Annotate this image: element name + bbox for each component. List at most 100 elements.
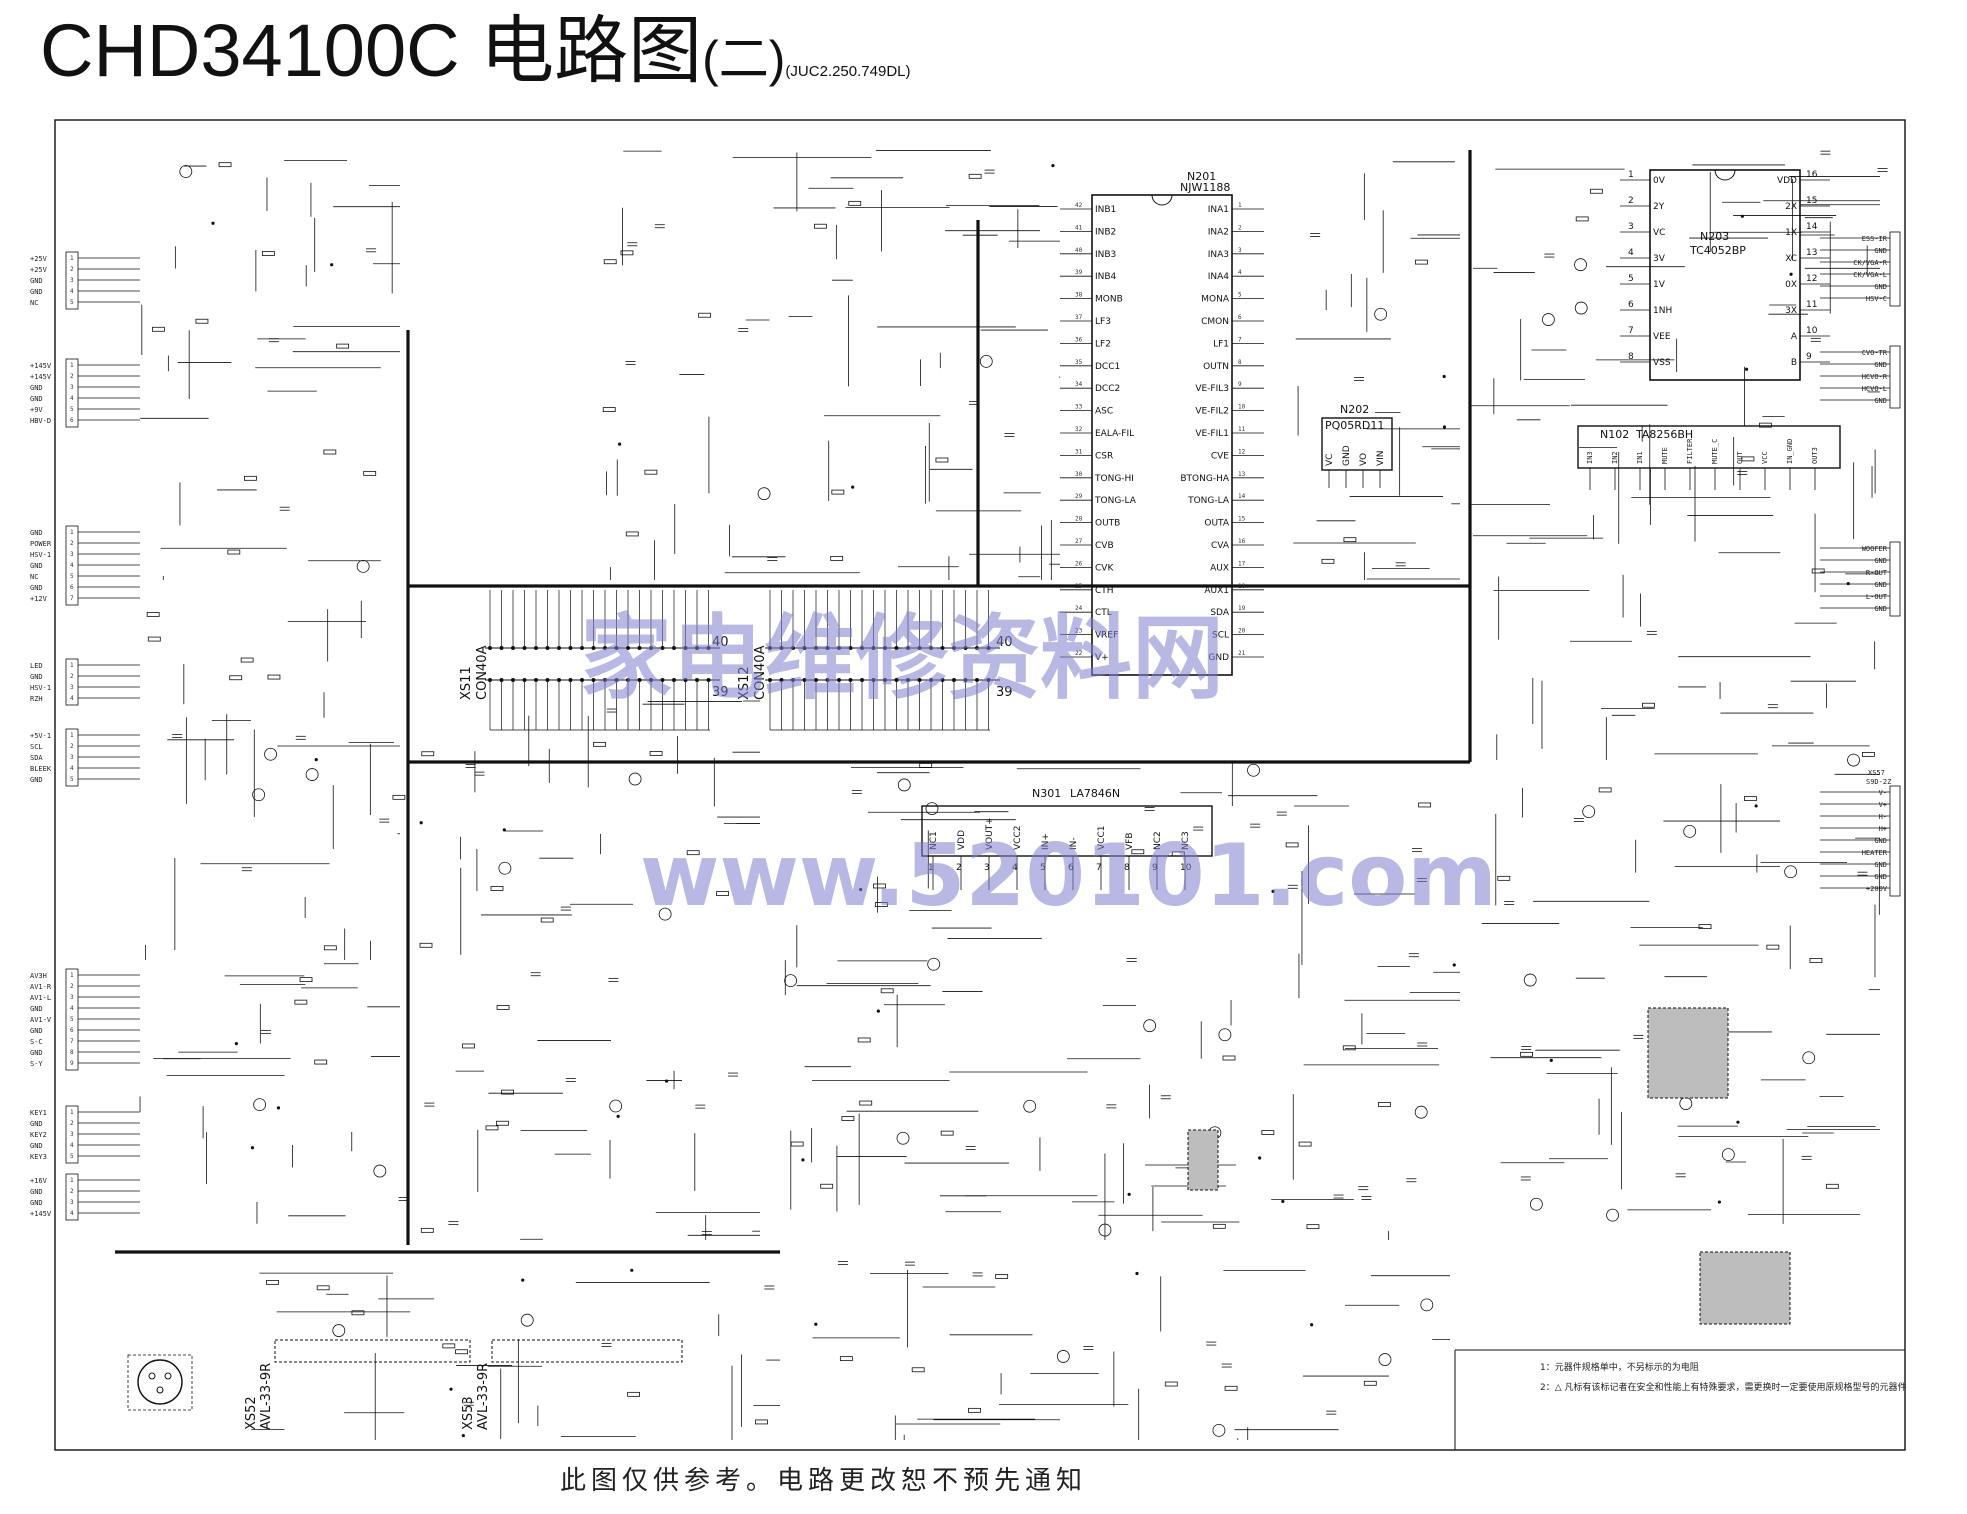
right-connector-pin: GND <box>1874 557 1887 565</box>
svg-text:6: 6 <box>1628 300 1634 310</box>
n201-right-pin: VE-FIL1 <box>1195 429 1229 439</box>
svg-text:4: 4 <box>70 765 74 772</box>
n301-pin: NC1 <box>929 831 939 850</box>
n301-pin: VFB <box>1125 832 1135 850</box>
svg-text:14: 14 <box>1238 493 1246 500</box>
n102-part: TA8256BH <box>1635 428 1693 441</box>
left-connector-pin: HSV-1 <box>30 684 51 692</box>
svg-text:1: 1 <box>70 732 74 739</box>
left-connector-pin: GND <box>30 1005 43 1013</box>
svg-text:29: 29 <box>1075 493 1083 500</box>
left-connector-pin: SCL <box>30 743 43 751</box>
left-connector-pin: GND <box>30 1188 43 1196</box>
n201-left-pin: LF2 <box>1095 339 1111 349</box>
svg-text:3: 3 <box>70 1131 74 1138</box>
n201-right-pin: CMON <box>1201 317 1229 327</box>
left-connector-pin: +25V <box>30 266 48 274</box>
bus-lines <box>115 150 1472 1254</box>
left-connector-pin: GND <box>30 529 43 537</box>
left-connector-pin: KEY3 <box>30 1153 47 1161</box>
svg-text:13: 13 <box>1238 471 1246 478</box>
n301-name: N301 <box>1032 787 1061 800</box>
svg-text:31: 31 <box>1075 448 1083 455</box>
ic-n203: N203 TC4052BP 0V12Y2VC33V41V51NH6VEE7VSS… <box>1620 169 1830 381</box>
svg-text:27: 27 <box>1075 538 1083 545</box>
xs53-name: XS53 <box>461 1396 476 1430</box>
svg-text:1: 1 <box>70 662 74 669</box>
svg-text:13: 13 <box>1806 248 1817 258</box>
n201-left-pin: CTL <box>1095 608 1112 618</box>
svg-text:10: 10 <box>1238 404 1246 411</box>
svg-text:9: 9 <box>1806 352 1812 362</box>
svg-text:2: 2 <box>1238 224 1242 231</box>
svg-text:38: 38 <box>1075 292 1083 299</box>
svg-text:4: 4 <box>70 1005 74 1012</box>
left-connector-pin: GND <box>30 1142 43 1150</box>
left-connector-pin: NC <box>30 573 38 581</box>
xs11-name: XS11 <box>459 666 474 700</box>
svg-text:4: 4 <box>70 1210 74 1217</box>
right-connector-pin: GND <box>1874 837 1887 845</box>
n202-pin: VIN <box>1376 450 1386 466</box>
ic-n301: N301 LA7846N NC11VDD2VOUT+3VCC24IN+5IN-6… <box>921 787 1213 890</box>
n201-left-pin: INB3 <box>1095 250 1116 260</box>
right-connector-pin: V- <box>1879 789 1887 797</box>
right-connector-pin: GND <box>1874 581 1887 589</box>
left-connector-pin: +12V <box>30 595 48 603</box>
n301-pin: NC3 <box>1181 831 1191 850</box>
right-connector-pin: WOOFER <box>1862 545 1888 553</box>
left-connector-pin: GND <box>30 584 43 592</box>
watermark-line2: www.520101.com <box>640 826 1497 926</box>
left-connector-pin: KEY2 <box>30 1131 47 1139</box>
n201-left-pin: MONB <box>1095 295 1123 305</box>
n102-pin: FILTER <box>1686 438 1694 464</box>
n301-pin: VCC1 <box>1097 826 1107 850</box>
svg-text:4: 4 <box>70 695 74 702</box>
n102-pin: IN3 <box>1586 451 1594 464</box>
right-connector-pin: ESS-IR <box>1862 235 1888 243</box>
left-connector-pin: GND <box>30 776 43 784</box>
watermark-line1: 家电维修资料网 <box>580 605 1224 712</box>
n201-right-pin: MONA <box>1201 295 1230 305</box>
svg-text:8: 8 <box>70 1049 74 1056</box>
svg-text:20: 20 <box>1238 628 1246 635</box>
n203-part: TC4052BP <box>1689 244 1746 257</box>
connector-xs12: XS12 CON40A 40 39 <box>737 590 1013 731</box>
n201-right-pin: SDA <box>1210 608 1229 618</box>
left-connector-pin: GND <box>30 384 43 392</box>
svg-text:1: 1 <box>1238 202 1242 209</box>
n201-name: N201 <box>1187 170 1216 183</box>
svg-text:10: 10 <box>1806 326 1818 336</box>
svg-text:34: 34 <box>1075 381 1083 388</box>
left-connector-pin: S-Y <box>30 1060 43 1068</box>
svg-text:1: 1 <box>70 362 74 369</box>
right-connector-pin: CK/VGA-L <box>1853 271 1887 279</box>
n203-left-pin: 1V <box>1653 280 1666 290</box>
left-connector-pin: +145V <box>30 373 52 381</box>
right-connector-pin: HEATER <box>1862 849 1888 857</box>
svg-text:6: 6 <box>1068 863 1074 873</box>
svg-text:4: 4 <box>70 1142 74 1149</box>
n102-pin: IN1 <box>1636 451 1644 464</box>
svg-text:3: 3 <box>70 551 74 558</box>
svg-text:5: 5 <box>70 1016 74 1023</box>
svg-text:5: 5 <box>70 1153 74 1160</box>
svg-text:12: 12 <box>1806 274 1817 284</box>
xs57-name: XS57 <box>1868 769 1885 777</box>
svg-text:1: 1 <box>70 972 74 979</box>
right-connector-pin: GND <box>1874 605 1887 613</box>
left-connector-pin: KEY1 <box>30 1109 47 1117</box>
svg-text:22: 22 <box>1075 650 1083 657</box>
svg-text:2: 2 <box>70 983 74 990</box>
n201-right-pin: CVE <box>1211 451 1229 461</box>
svg-text:16: 16 <box>1806 170 1818 180</box>
n202-part: PQ05RD11 <box>1325 419 1384 432</box>
left-connector-pin: S-C <box>30 1038 43 1046</box>
svg-text:16: 16 <box>1238 538 1246 545</box>
svg-text:11: 11 <box>1238 426 1246 433</box>
svg-text:15: 15 <box>1238 516 1246 523</box>
n203-right-pin: XC <box>1785 254 1797 264</box>
n201-right-pin: INA3 <box>1208 250 1229 260</box>
left-connector-pin: GND <box>30 673 43 681</box>
